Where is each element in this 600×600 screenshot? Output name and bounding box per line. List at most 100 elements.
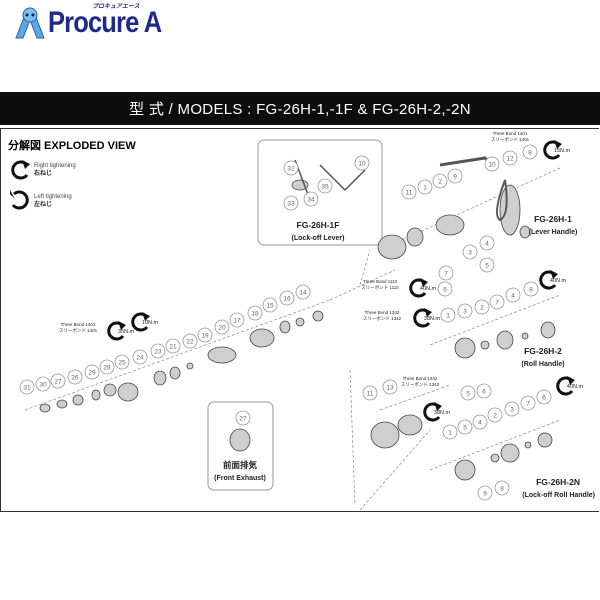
adhesive-label-jp: スリーボンド 1342: [363, 315, 402, 321]
part-number-balloon: 10: [484, 156, 500, 172]
torque-value: 38N.m: [434, 410, 451, 416]
part-number-balloon: 1: [417, 179, 433, 195]
right-tightening-icon: [11, 160, 29, 180]
part-number: 3: [463, 309, 467, 316]
part-number: 4: [478, 420, 482, 427]
center-line: [359, 429, 431, 511]
part-number-balloon: 5: [460, 385, 476, 401]
adhesive-label-en: Three Bond 1342: [403, 376, 438, 381]
part-number: 21: [169, 344, 177, 351]
adhesive-label-jp: スリーボンド 1110: [361, 284, 399, 290]
part-number: 8: [500, 486, 504, 493]
part-number: 26: [71, 375, 79, 382]
part-number: 4: [485, 241, 489, 248]
balloon-circle: [520, 395, 536, 411]
balloon-circle: [401, 184, 417, 200]
part-number: 5: [463, 425, 467, 432]
part-shape: [454, 337, 476, 359]
part-number-balloon: 28: [99, 359, 115, 375]
balloon-circle: [132, 349, 148, 365]
balloon-circle: [504, 401, 520, 417]
part-shape: [229, 428, 251, 452]
legend-left: Left tightening 左ねじ: [34, 193, 72, 209]
models-header: 型 式 / MODELS : FG-26H-1,-1F & FG-26H-2,-…: [0, 92, 600, 125]
logo-text: Procure A: [48, 6, 162, 39]
balloon-circle: [457, 419, 473, 435]
balloon-circle: [229, 312, 245, 328]
part-shape: [72, 394, 84, 406]
model-name: FG-26H-2: [524, 346, 562, 356]
part-number-balloon: 9: [477, 485, 493, 501]
balloon-circle: [354, 155, 370, 171]
model-subtitle: (Roll Handle): [521, 361, 564, 368]
torque-arrow-icon-head: [420, 278, 428, 287]
part-number: 6: [482, 389, 486, 396]
balloon-circle: [432, 173, 448, 189]
part-number-balloon: 32: [283, 160, 299, 176]
part-number-balloon: 5: [457, 419, 473, 435]
part-number: 1: [423, 185, 427, 192]
part-number: 25: [118, 360, 126, 367]
balloon-circle: [283, 195, 299, 211]
torque-arrow-icon: [423, 402, 441, 422]
balloon-circle: [479, 257, 495, 273]
model-subtitle: (Lock-off Roll Handle): [522, 492, 595, 499]
legend-right-jp: 右ねじ: [34, 171, 53, 177]
part-number: 16: [283, 296, 291, 303]
torque-arrow-icon-head: [118, 321, 126, 330]
legend-right: Right tightening 右ねじ: [34, 162, 76, 178]
part-number-balloon: 2: [474, 299, 490, 315]
adhesive-label-en: Three Bond 1401: [61, 322, 96, 327]
model-name: FG-26H-1F: [297, 220, 340, 230]
part-shape: [39, 403, 51, 413]
part-number: 10: [488, 162, 496, 169]
model-subtitle: (Front Exhaust): [214, 475, 266, 482]
balloon-circle: [317, 178, 333, 194]
part-shape: [169, 366, 181, 380]
part-shape: [249, 328, 275, 348]
legend-left-en: Left tightening: [34, 194, 72, 200]
torque-value: 40N.m: [550, 278, 567, 284]
torque-value: 40N.m: [567, 384, 584, 390]
adhesive-label-en: Three Bond 1110: [363, 279, 398, 284]
part-shape: [279, 320, 291, 334]
part-number-balloon: 35: [317, 178, 333, 194]
torque-arrow-icon: [556, 376, 574, 396]
part-number: 34: [307, 197, 315, 204]
part-shape: [524, 441, 532, 449]
model-subtitle: (Lock-off Lever): [292, 235, 345, 242]
part-number: 2: [493, 413, 497, 420]
part-number-balloon: 17: [229, 312, 245, 328]
torque-arrow-icon-head: [554, 140, 562, 149]
center-line: [24, 299, 331, 411]
part-number: 1: [446, 313, 450, 320]
balloon-circle: [182, 333, 198, 349]
balloon-circle: [462, 244, 478, 260]
balloon-circle: [417, 179, 433, 195]
balloon-circle: [536, 389, 552, 405]
part-number: 19: [201, 333, 209, 340]
part-number-balloon: 27: [50, 373, 66, 389]
torque-arrow-icon-head: [434, 402, 442, 411]
part-number: 1: [448, 430, 452, 437]
balloon-circle: [440, 307, 456, 323]
part-shape: [537, 432, 553, 448]
part-number: 8: [529, 287, 533, 294]
model-name: FG-26H-2N: [536, 477, 580, 487]
part-shape: [377, 234, 407, 260]
part-number-balloon: 12: [502, 150, 518, 166]
balloon-circle: [197, 327, 213, 343]
front-exhaust-inset: [207, 401, 274, 491]
part-number: 6: [542, 395, 546, 402]
adhesive-label-jp: スリーボンド 1401: [59, 327, 98, 333]
part-number: 12: [506, 156, 514, 163]
torque-arrow-icon: [107, 321, 125, 341]
logo-kana: プロキュアエース: [92, 4, 140, 10]
part-number: 30: [39, 382, 47, 389]
balloon-circle: [235, 410, 251, 426]
part-number-balloon: 26: [67, 369, 83, 385]
part-number: 31: [23, 385, 31, 392]
part-number-balloon: 31: [19, 379, 35, 395]
balloon-circle: [472, 414, 488, 430]
part-number-balloon: 7: [438, 265, 454, 281]
